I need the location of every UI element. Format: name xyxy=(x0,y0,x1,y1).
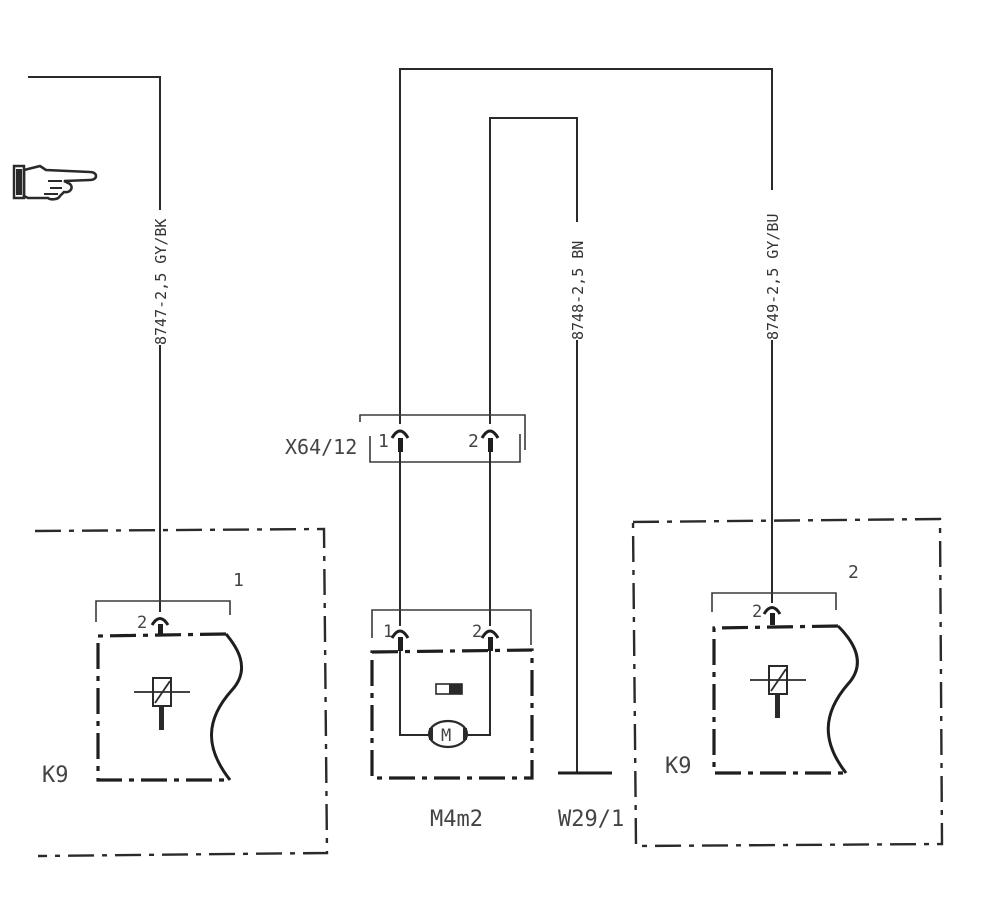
motor-pin1-label: 1 xyxy=(383,622,393,642)
wire-loop-pin1: 8749-2,5 GY/BU xyxy=(399,68,782,603)
k9-right-conn-label: 2 xyxy=(848,562,859,583)
motor-symbol-label: M xyxy=(441,726,451,746)
k9-left-relay-icon xyxy=(134,677,190,730)
connector-pin2-label: 2 xyxy=(468,431,479,452)
connector-pin1-label: 1 xyxy=(378,431,389,452)
k9-left-module: 1 2 K9 xyxy=(34,527,329,858)
k9-left-pin-label: 2 xyxy=(137,613,147,633)
ground-w29-1-label: W29/1 xyxy=(558,807,624,832)
k9-right-module: 2 2 K9 xyxy=(631,517,944,848)
k9-right-pin xyxy=(762,606,782,625)
motor-pin2 xyxy=(480,629,500,651)
connector-pin1 xyxy=(390,429,410,452)
wire-8747-label: 8747-2,5 GY/BK xyxy=(152,219,170,345)
k9-left-label: K9 xyxy=(42,763,69,788)
motor-m4m2-label: M4m2 xyxy=(430,807,483,832)
motor-symbol-icon: M xyxy=(427,683,469,749)
motor-pin2-label: 2 xyxy=(472,622,482,642)
connector-x64-12: X64/12 1 2 xyxy=(285,414,526,626)
k9-left-conn-label: 1 xyxy=(233,570,244,591)
k9-right-pin-label: 2 xyxy=(752,602,762,622)
wire-8747: 8747-2,5 GY/BK xyxy=(28,76,170,612)
k9-right-label: K9 xyxy=(665,754,692,779)
k9-right-relay-icon xyxy=(750,665,806,718)
k9-left-pin xyxy=(150,617,170,636)
wire-8749-label: 8749-2,5 GY/BU xyxy=(764,214,782,340)
wire-loop-pin2: 8748-2,5 BN xyxy=(489,117,587,773)
ground-w29-1: W29/1 xyxy=(558,771,624,832)
connector-pin2 xyxy=(480,429,500,452)
pointing-hand-icon xyxy=(12,164,98,201)
motor-m4m2: 1 2 M M4m2 xyxy=(370,609,534,832)
connector-x64-12-label: X64/12 xyxy=(285,435,357,459)
motor-pin1 xyxy=(390,629,410,651)
wire-8748-label: 8748-2,5 BN xyxy=(569,241,587,340)
